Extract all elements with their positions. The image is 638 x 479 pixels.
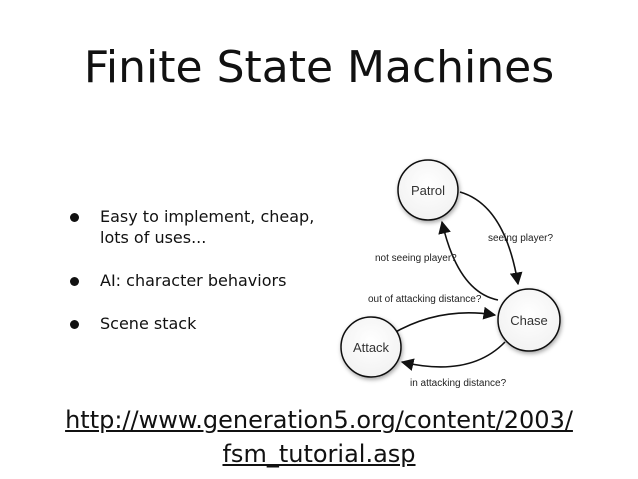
reference-link-block: http://www.generation5.org/content/2003/… xyxy=(0,403,638,471)
bullet-dot-icon xyxy=(70,277,79,286)
edge-attack-to-chase xyxy=(391,306,497,335)
edge-label-seeing-player: seeing player? xyxy=(488,233,553,244)
state-label-attack: Attack xyxy=(353,340,390,355)
reference-link-line-2: fsm_tutorial.asp xyxy=(222,440,416,468)
reference-link-line-1: http://www.generation5.org/content/2003/ xyxy=(65,406,573,434)
state-node-patrol: Patrol xyxy=(397,159,459,221)
bullet-item: AI: character behaviors xyxy=(70,270,330,291)
bullet-text: Scene stack xyxy=(100,314,197,333)
edge-patrol-to-chase xyxy=(459,191,523,286)
state-label-patrol: Patrol xyxy=(411,183,445,198)
edge-chase-to-patrol xyxy=(438,220,499,301)
edge-label-in-attacking-distance: in attacking distance? xyxy=(410,378,507,389)
edge-label-not-seeing-player: not seeing player? xyxy=(375,253,457,264)
edge-label-out-of-attacking-distance: out of attacking distance? xyxy=(368,294,482,305)
bullet-text: Easy to implement, cheap, lots of uses..… xyxy=(100,207,315,247)
bullet-dot-icon xyxy=(70,320,79,329)
state-node-attack: Attack xyxy=(340,316,402,378)
slide-title: Finite State Machines xyxy=(83,42,555,93)
bullet-item: Easy to implement, cheap, lots of uses..… xyxy=(70,206,330,248)
reference-link[interactable]: http://www.generation5.org/content/2003/… xyxy=(65,406,573,468)
state-node-chase: Chase xyxy=(497,288,561,352)
bullet-item: Scene stack xyxy=(70,313,330,334)
bullet-dot-icon xyxy=(70,213,79,222)
bullet-text: AI: character behaviors xyxy=(100,271,287,290)
state-label-chase: Chase xyxy=(510,313,548,328)
edge-chase-to-attack xyxy=(400,341,506,371)
bullet-list: Easy to implement, cheap, lots of uses..… xyxy=(70,206,330,356)
